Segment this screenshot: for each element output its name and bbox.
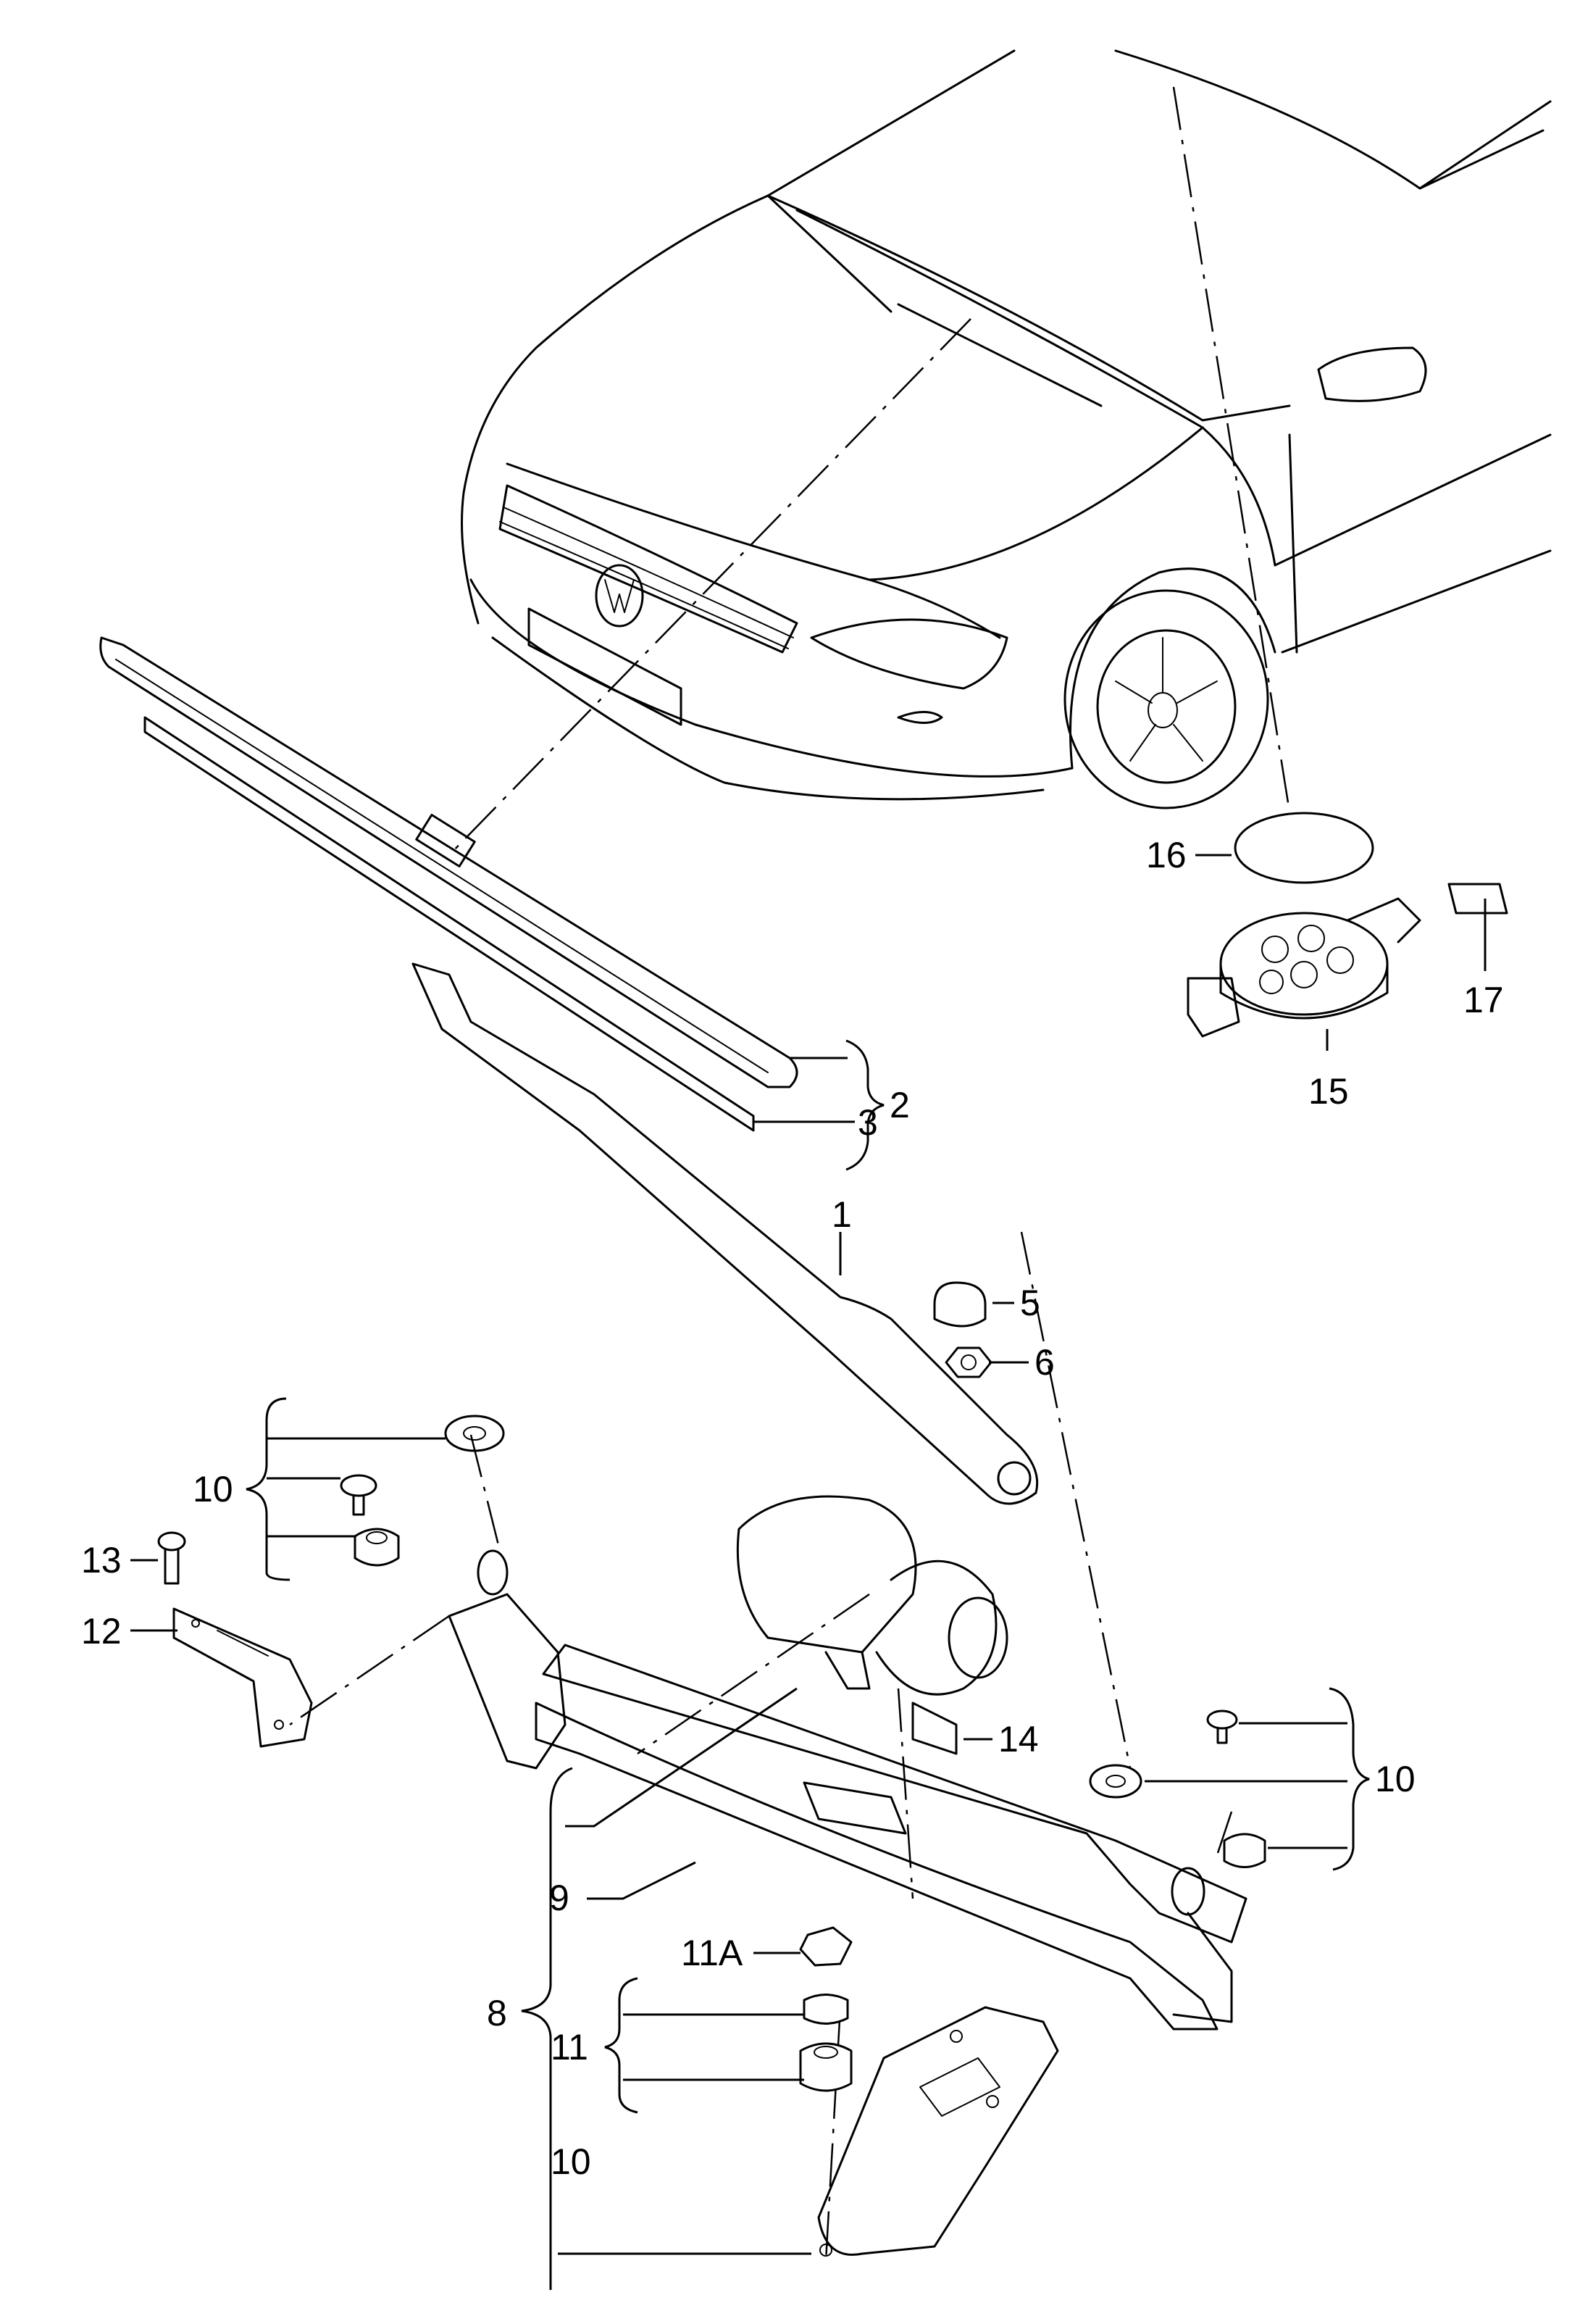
washer[interactable] xyxy=(444,1415,505,1452)
leader-lines xyxy=(130,854,1487,2290)
mounting-bracket[interactable] xyxy=(172,1607,313,1748)
callout-13: 13 xyxy=(81,1540,122,1580)
callout-11a: 11A xyxy=(681,1933,743,1973)
hex-nut[interactable] xyxy=(945,1346,992,1378)
rubber-grommet[interactable] xyxy=(354,1528,400,1567)
headlight xyxy=(810,618,1008,690)
rubber-grommet-right[interactable] xyxy=(1223,1833,1266,1868)
lower-mounting-bracket[interactable] xyxy=(817,2006,1059,2257)
callout-11: 11 xyxy=(551,2027,588,2067)
wiper-blade-clip xyxy=(415,813,476,868)
callout-16: 16 xyxy=(1146,835,1187,875)
cap[interactable] xyxy=(933,1281,987,1328)
vehicle-outline xyxy=(461,49,1552,809)
wiper-blade[interactable] xyxy=(99,636,798,1132)
callout-12: 12 xyxy=(81,1611,122,1652)
motor-connector[interactable] xyxy=(911,1702,958,1755)
callout-10-upper-left: 10 xyxy=(193,1469,233,1509)
callout-15: 15 xyxy=(1308,1071,1349,1112)
rain-sensor-pad[interactable] xyxy=(1234,812,1374,884)
callout-10-lower: 10 xyxy=(551,2141,591,2182)
bushing-lower[interactable] xyxy=(799,2042,853,2092)
license-plate xyxy=(527,607,682,726)
callout-17: 17 xyxy=(1463,980,1504,1020)
flange-nut[interactable] xyxy=(799,1926,853,1967)
front-wheel xyxy=(1063,589,1269,809)
callout-labels: 1 2 3 5 6 8 9 10 10 10 11 11A 12 13 14 1… xyxy=(81,835,1504,2182)
callout-8: 8 xyxy=(487,1993,507,2033)
callout-9: 9 xyxy=(549,1878,569,1918)
assembly-axis-lines xyxy=(289,86,1291,2262)
callout-5: 5 xyxy=(1020,1283,1040,1323)
screw[interactable] xyxy=(340,1474,377,1516)
callout-3: 3 xyxy=(858,1102,878,1143)
wiper-blade-insert[interactable] xyxy=(143,716,755,1132)
wiper-arm[interactable] xyxy=(411,962,1039,1505)
bushing-upper[interactable] xyxy=(803,1994,849,2025)
callout-2: 2 xyxy=(890,1085,910,1125)
callout-10-right: 10 xyxy=(1375,1759,1416,1799)
callout-6: 6 xyxy=(1034,1342,1055,1383)
rain-sensor[interactable] xyxy=(1187,897,1421,1038)
wiper-motor[interactable] xyxy=(736,1495,1008,1696)
wiper-linkage[interactable] xyxy=(448,1549,1247,2031)
side-mirror xyxy=(1317,346,1427,402)
callout-14: 14 xyxy=(998,1719,1039,1759)
screw-right[interactable] xyxy=(1206,1709,1238,1744)
callout-1: 1 xyxy=(832,1194,852,1235)
washer-right[interactable] xyxy=(1089,1764,1142,1799)
vw-logo xyxy=(595,564,644,628)
sensor-connector[interactable] xyxy=(1447,883,1508,915)
bolt[interactable] xyxy=(157,1531,186,1585)
